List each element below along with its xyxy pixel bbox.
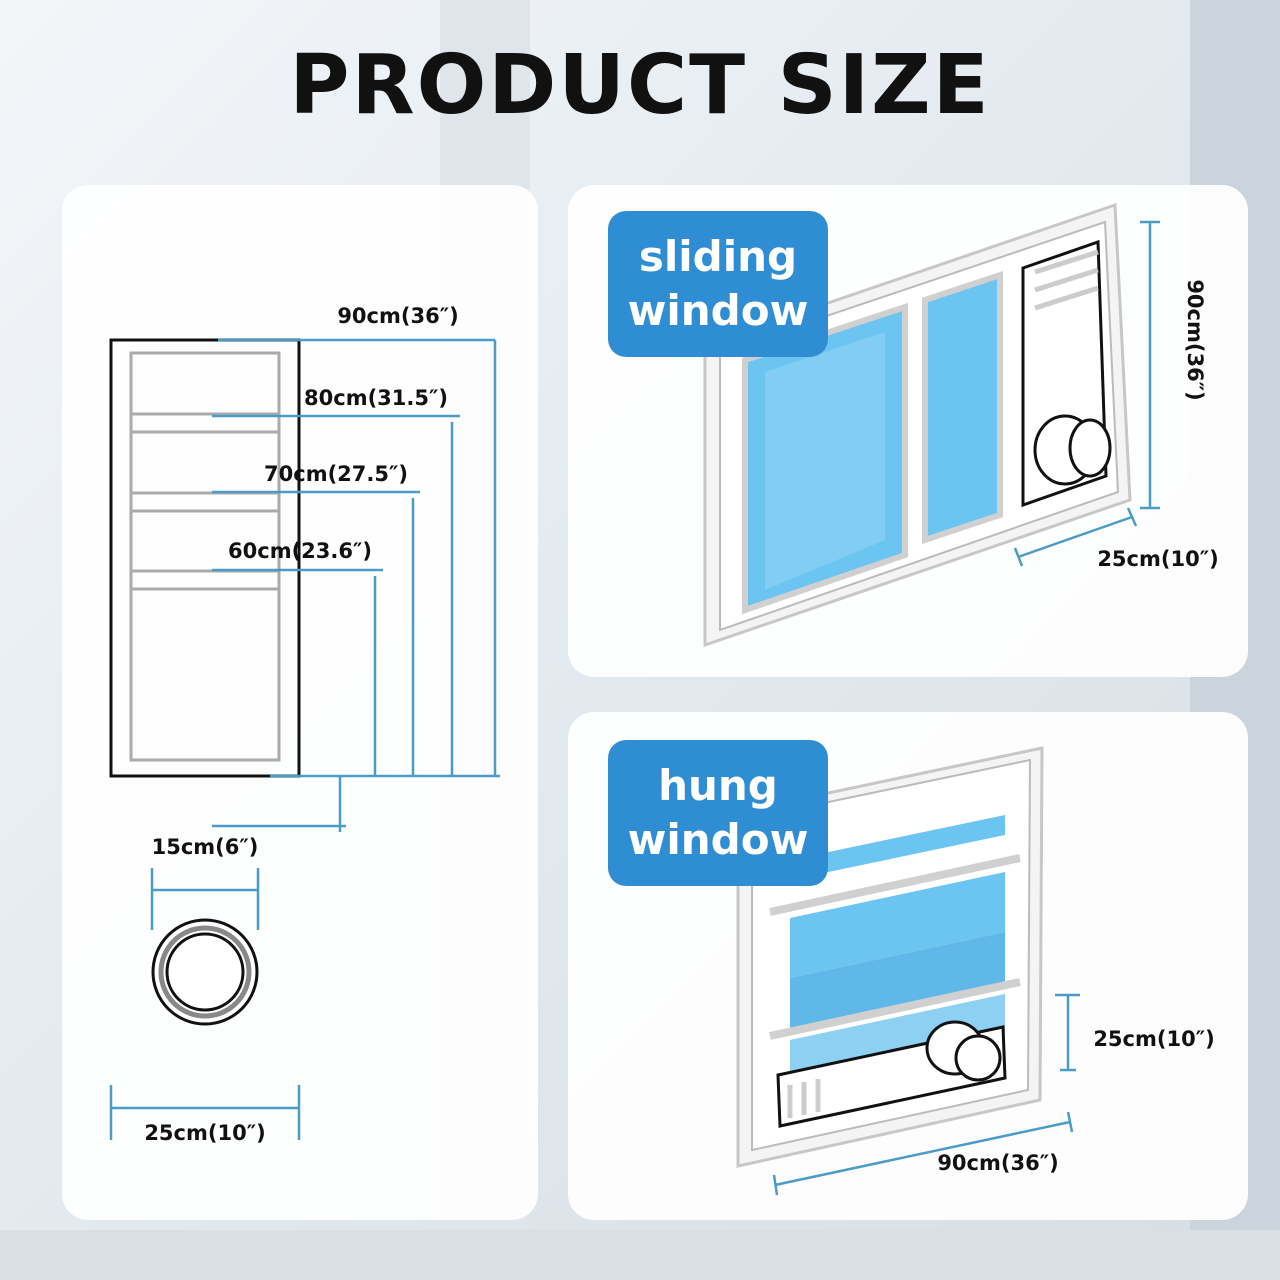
sliding-badge-line1: sliding: [638, 232, 798, 281]
length-label-70: 70cm(27.5″): [264, 462, 408, 486]
hung-width-label: 90cm(36″): [937, 1151, 1058, 1175]
page-title: PRODUCT SIZE: [289, 38, 991, 133]
sliding-height-label: 90cm(36″): [1183, 279, 1207, 400]
length-dimension-lines: [109, 338, 500, 1140]
plate-width-label: 25cm(10″): [144, 1121, 265, 1145]
sliding-dimension-lines: [1013, 220, 1160, 567]
hung-height-label: 25cm(10″): [1093, 1027, 1214, 1051]
hole-diameter-label: 15cm(6″): [152, 835, 259, 859]
hung-window-badge: hung window: [608, 740, 828, 886]
seal-plate-diagram: [109, 338, 301, 1026]
hung-badge-line1: hung: [658, 761, 778, 810]
length-label-80: 80cm(31.5″): [304, 386, 448, 410]
hung-dimension-lines: [772, 993, 1080, 1196]
sliding-badge-line2: window: [627, 286, 809, 335]
hung-badge-line2: window: [627, 815, 809, 864]
length-label-60: 60cm(23.6″): [228, 539, 372, 563]
sliding-window-badge: sliding window: [608, 211, 828, 357]
sliding-width-label: 25cm(10″): [1097, 547, 1218, 571]
length-label-90: 90cm(36″): [337, 304, 458, 328]
